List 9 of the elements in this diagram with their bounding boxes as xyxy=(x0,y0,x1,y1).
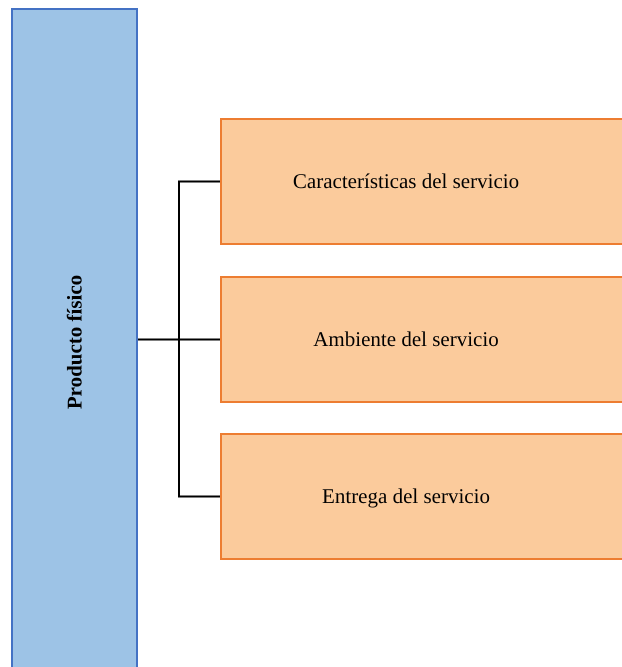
item-box xyxy=(220,118,622,245)
item-box xyxy=(220,276,622,403)
category-bar xyxy=(11,8,138,667)
item-box xyxy=(220,433,622,560)
category-label: Producto físico xyxy=(60,274,87,409)
item-label: Ambiente del servicio xyxy=(313,326,500,353)
item-label: Entrega del servicio xyxy=(322,482,491,510)
connector-line xyxy=(138,338,220,498)
item-label: Características del servicio xyxy=(292,168,520,195)
